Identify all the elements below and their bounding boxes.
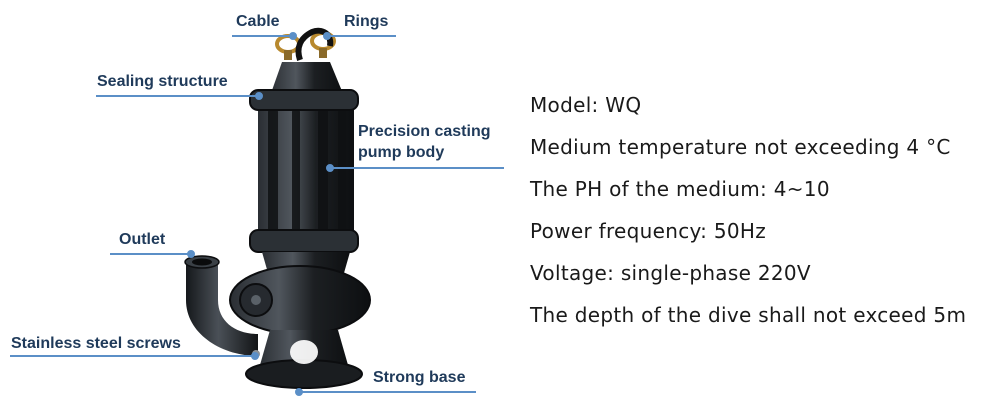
- callout-outlet: Outlet: [119, 231, 166, 248]
- spec-depth: The depth of the dive shall not exceed 5…: [530, 303, 967, 327]
- callout-stainless-steel-screws: Stainless steel screws: [11, 335, 181, 352]
- spec-model: Model: WQ: [530, 93, 642, 117]
- callout-cable: Cable: [236, 13, 280, 30]
- callout-pump-body: pump body: [358, 144, 445, 161]
- leader-lines: [10, 32, 504, 396]
- motor-cap: [270, 62, 344, 96]
- outlet-pipe: [184, 255, 273, 356]
- callout-rings: Rings: [344, 13, 389, 30]
- callout-sealing-structure: Sealing structure: [97, 73, 228, 90]
- spec-ph: The PH of the medium: 4~10: [530, 177, 830, 201]
- base-stand: [245, 330, 363, 389]
- motor-body: [258, 92, 354, 252]
- spec-voltage: Voltage: single-phase 220V: [530, 261, 811, 285]
- body-ribs: [268, 108, 346, 240]
- spec-temperature: Medium temperature not exceeding 4 °C: [530, 135, 951, 159]
- callout-precision-casting: Precision casting: [358, 123, 491, 140]
- spec-frequency: Power frequency: 50Hz: [530, 219, 767, 243]
- spec-list: Model: WQ Medium temperature not exceedi…: [530, 88, 966, 340]
- callout-strong-base: Strong base: [373, 369, 466, 386]
- sealing-collar-top: [249, 89, 359, 111]
- sealing-collar-bottom: [249, 229, 359, 253]
